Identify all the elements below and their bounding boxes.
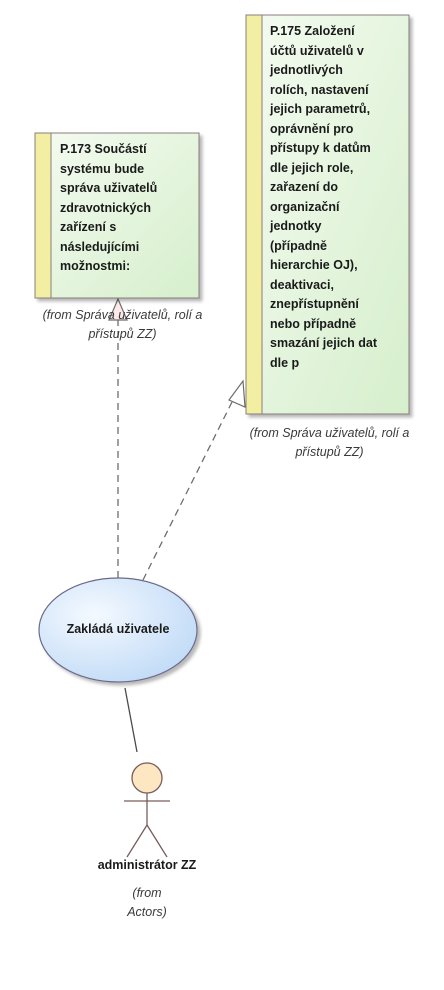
requirement-body-p173: Součástí systému bude správa uživatelů z… <box>60 142 158 273</box>
use-case-label: Zakládá uživatele <box>66 622 170 636</box>
requirement-body-p175: Založení účtů uživatelů v jednotlivých r… <box>270 24 377 370</box>
requirement-text-p173: P.173 Součástí systému bude správa uživa… <box>60 140 196 277</box>
use-case-ellipse[interactable] <box>38 577 198 683</box>
association-line <box>124 687 138 753</box>
realization-arrowhead-p173 <box>108 297 128 321</box>
actor-right-leg <box>146 824 168 858</box>
requirement-note-p175[interactable] <box>245 14 410 415</box>
requirement-note-p173[interactable] <box>34 132 200 299</box>
realization-arrowhead-p175 <box>228 379 246 408</box>
from-note-p175: (from Správa uživatelů, rolí a přístupů … <box>249 426 410 459</box>
requirement-text-p175: P.175 Založení účtů uživatelů v jednotli… <box>270 22 408 373</box>
actor-head <box>131 762 163 794</box>
actor-from-note: (from Actors) <box>127 886 167 919</box>
from-note-p173: (from Správa uživatelů, rolí a přístupů … <box>42 308 203 341</box>
requirement-id-p173: P.173 <box>60 142 92 156</box>
actor-left-leg <box>126 824 148 858</box>
actor-figure[interactable] <box>124 762 170 858</box>
actor-label: administrátor ZZ <box>97 858 197 872</box>
requirement-id-p175: P.175 <box>270 24 302 38</box>
realization-line-p175 <box>142 399 234 581</box>
